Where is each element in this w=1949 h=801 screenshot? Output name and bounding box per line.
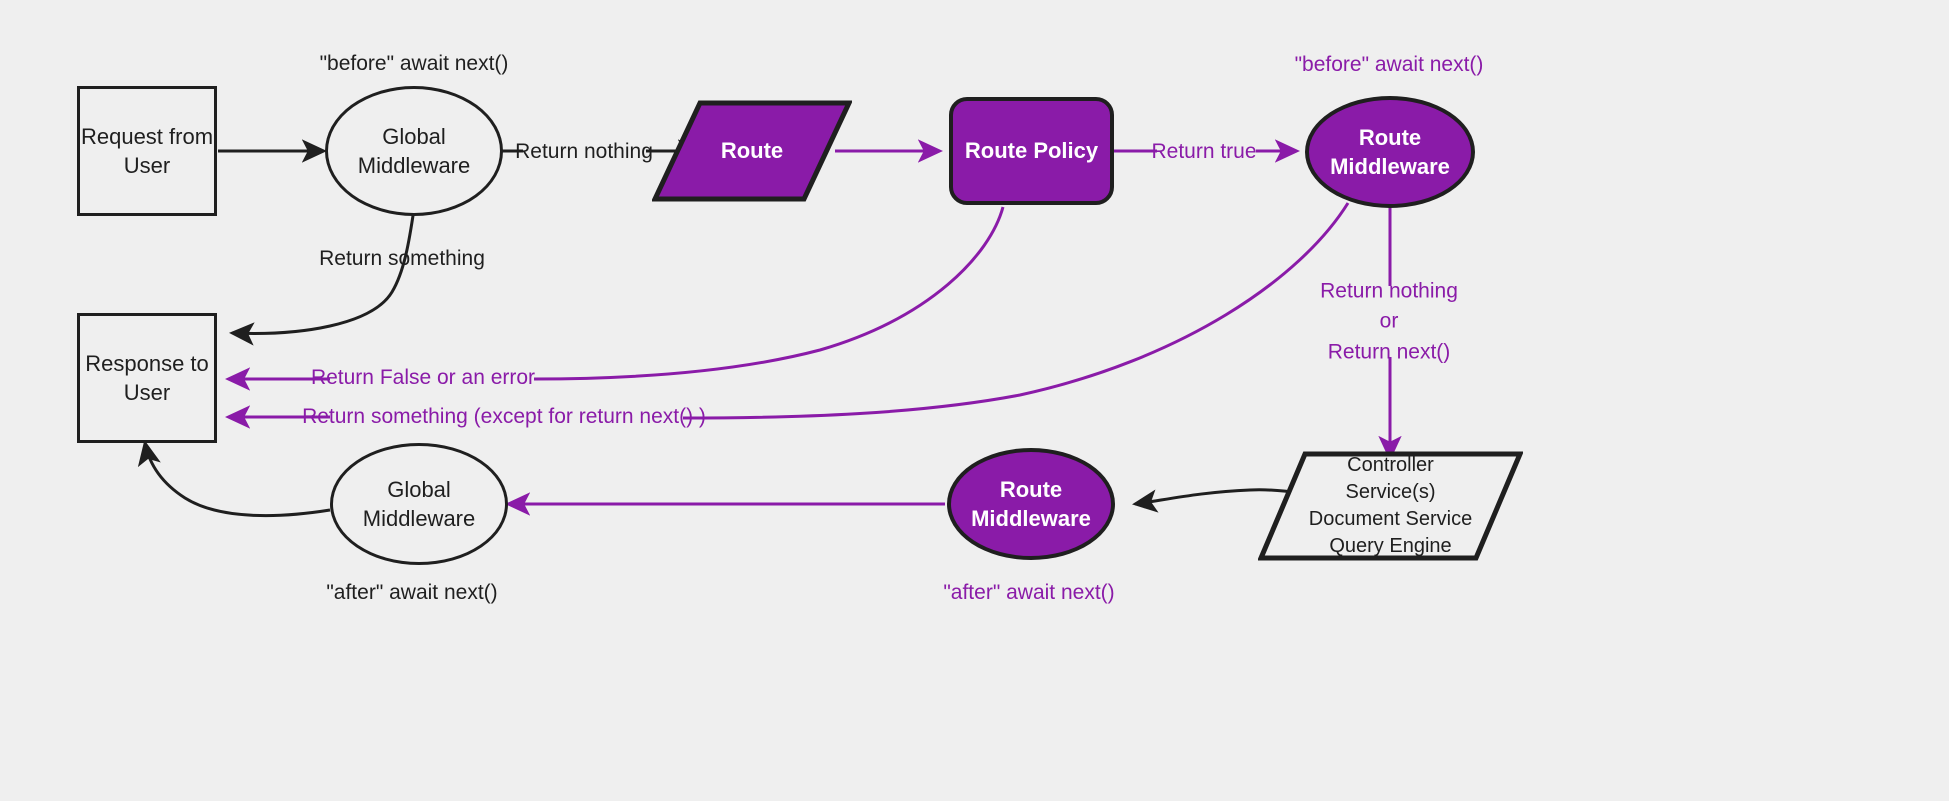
node-global-middleware-top-label: Global Middleware [357, 123, 471, 178]
node-global-middleware-bottom-label: Global Middleware [362, 476, 476, 531]
node-global-middleware-bottom[interactable]: Global Middleware [330, 443, 508, 565]
edge-label-return-nothing: Return nothing [515, 139, 653, 163]
edge-global-middleware-bottom-to-response [137, 440, 331, 518]
node-route-middleware-top[interactable]: Route Middleware [1305, 96, 1475, 208]
annotation-after-await-next-route: "after" await next() [943, 580, 1115, 604]
node-route-middleware-bottom[interactable]: Route Middleware [947, 448, 1115, 560]
route-parallelogram-shape [652, 100, 852, 202]
annotation-before-await-next-global: "before" await next() [319, 51, 509, 75]
node-route[interactable]: Route [652, 100, 852, 202]
node-controller-stack[interactable]: Controller Service(s) Document Service Q… [1258, 451, 1523, 561]
edge-label-return-nothing-or-next: Return nothing or Return next() [1320, 279, 1458, 364]
annotation-after-await-next-global: "after" await next() [326, 580, 498, 604]
node-response-to-user-label: Response to User [85, 350, 209, 405]
edge-label-return-true: Return true [1151, 139, 1257, 163]
node-global-middleware-top[interactable]: Global Middleware [325, 86, 503, 216]
node-route-policy[interactable]: Route Policy [949, 97, 1114, 205]
node-route-policy-label: Route Policy [964, 138, 1099, 164]
node-request-from-user-label: Request from User [80, 123, 214, 178]
edge-global-middleware-to-response [229, 208, 416, 346]
node-request-from-user[interactable]: Request from User [77, 86, 217, 216]
node-response-to-user[interactable]: Response to User [77, 313, 217, 443]
annotation-before-await-next-route: "before" await next() [1294, 52, 1484, 76]
edge-route-middleware-to-response [682, 202, 1350, 420]
edge-label-return-something-top: Return something [319, 246, 485, 270]
node-route-middleware-bottom-label: Route Middleware [971, 476, 1091, 531]
edge-label-return-something-except: Return something (except for return next… [302, 404, 706, 428]
controller-parallelogram-shape [1258, 451, 1523, 561]
edge-route-policy-to-response [533, 206, 1005, 381]
edge-label-return-false-or-error: Return False or an error [310, 365, 536, 389]
node-route-middleware-top-label: Route Middleware [1330, 124, 1450, 179]
node-route-label: Route [720, 138, 784, 164]
node-controller-stack-label: Controller Service(s) Document Service Q… [1308, 454, 1473, 557]
